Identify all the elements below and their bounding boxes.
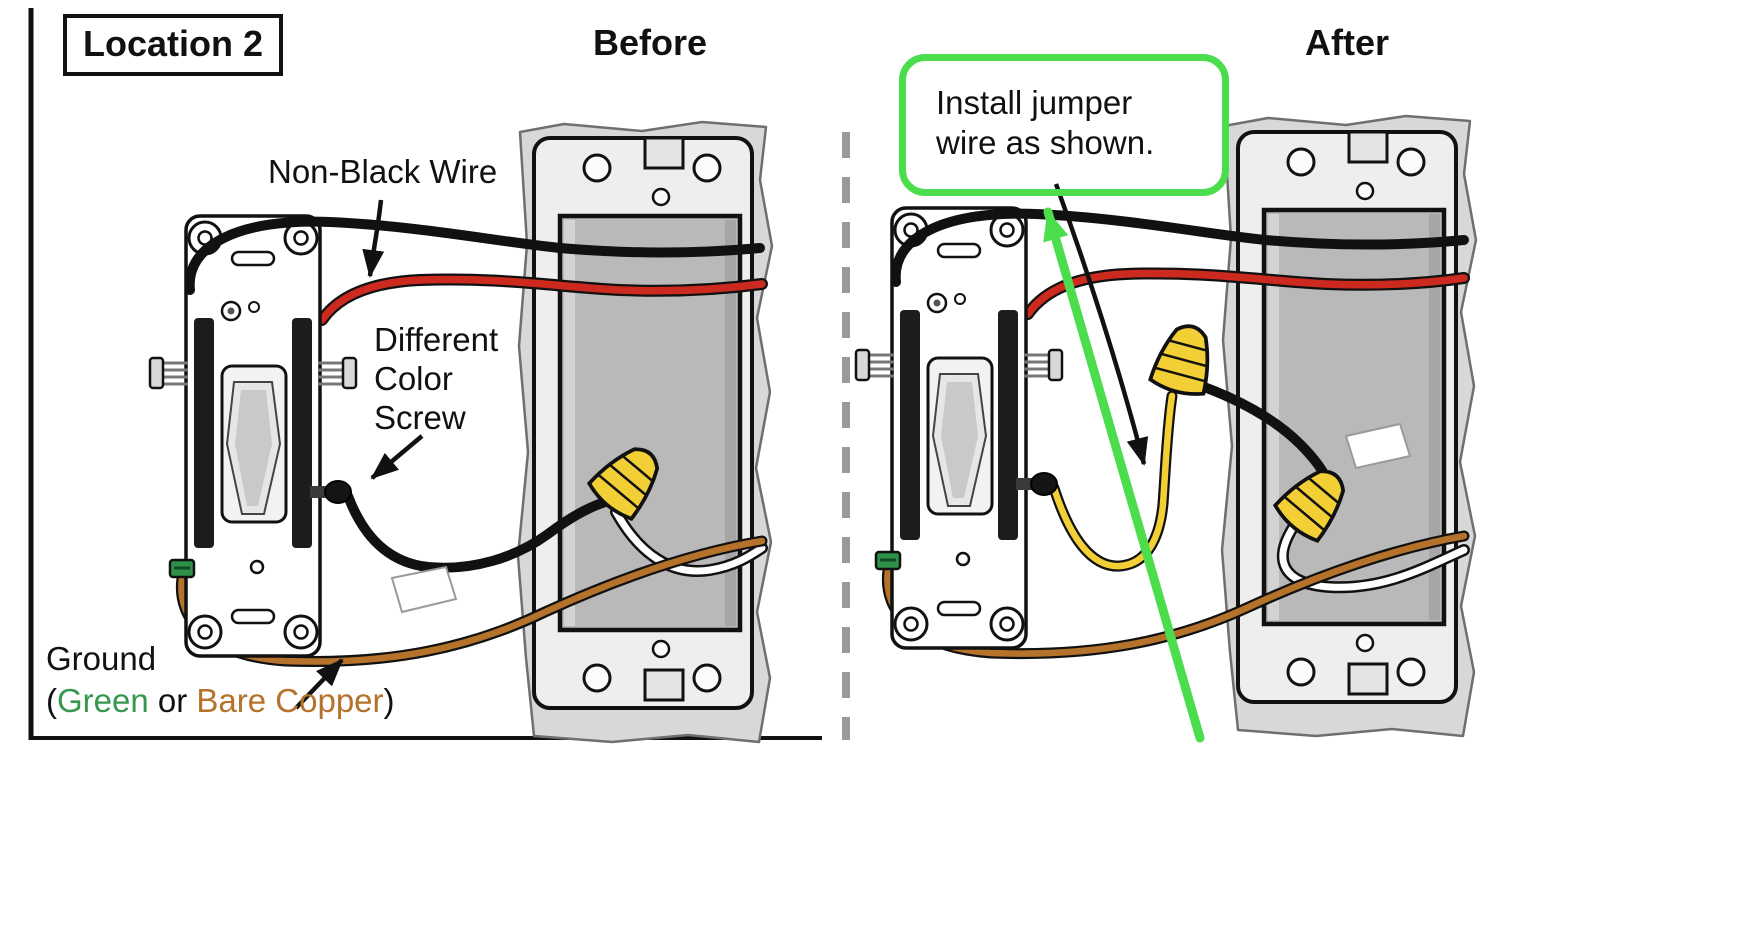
different-color-screw-line: Different	[374, 321, 499, 358]
black-wire-to-nut-before	[343, 491, 617, 573]
different-color-screw-arrow	[370, 434, 424, 480]
after-wires	[881, 267, 1470, 660]
jumper-wire-after	[1050, 392, 1176, 570]
after-title: After	[1304, 22, 1389, 63]
black-wire-top-after	[890, 208, 1469, 287]
jumper-note-line: Install jumper	[936, 84, 1133, 121]
ground-copper-word: Bare Copper	[196, 682, 384, 719]
before-electrical-box	[518, 122, 772, 742]
ground-green-word: Green	[57, 682, 149, 719]
non-black-wire-label: Non-Black Wire	[268, 153, 498, 190]
jumper-note-black-arrow	[1053, 183, 1149, 466]
jumper-note-box: Install jumper wire as shown.	[899, 54, 1229, 196]
location-label-text: Location 2	[83, 23, 264, 64]
ground-close-paren: )	[383, 682, 395, 719]
white-wire-before	[612, 508, 766, 575]
ground-label-line1: Ground	[46, 640, 157, 677]
ground-open-paren: (	[46, 682, 57, 719]
ground-or-word: or	[148, 682, 197, 719]
ground-arrow	[294, 658, 344, 710]
location-label: Location 2	[63, 14, 284, 76]
before-title: Before	[592, 22, 708, 63]
red-wire-after	[1024, 269, 1468, 318]
wire-tape-after	[1344, 422, 1412, 470]
wire-tape-before	[390, 565, 458, 614]
jumper-green-arrow	[1043, 207, 1205, 743]
jumper-note-line: wire as shown.	[936, 124, 1155, 161]
non-black-wire-arrow	[362, 199, 385, 278]
ground-label-line2: (Green or Bare Copper)	[46, 680, 395, 722]
black-wire-top-before	[184, 216, 765, 295]
red-wire-before	[318, 275, 766, 324]
ground-label: Ground (Green or Bare Copper)	[46, 638, 395, 722]
after-electrical-box	[1222, 116, 1476, 736]
different-color-screw-label: Different Color Screw	[374, 320, 498, 437]
different-color-screw-line: Color	[374, 360, 453, 397]
white-wire-after	[1279, 522, 1468, 591]
different-color-screw-line: Screw	[374, 399, 466, 436]
